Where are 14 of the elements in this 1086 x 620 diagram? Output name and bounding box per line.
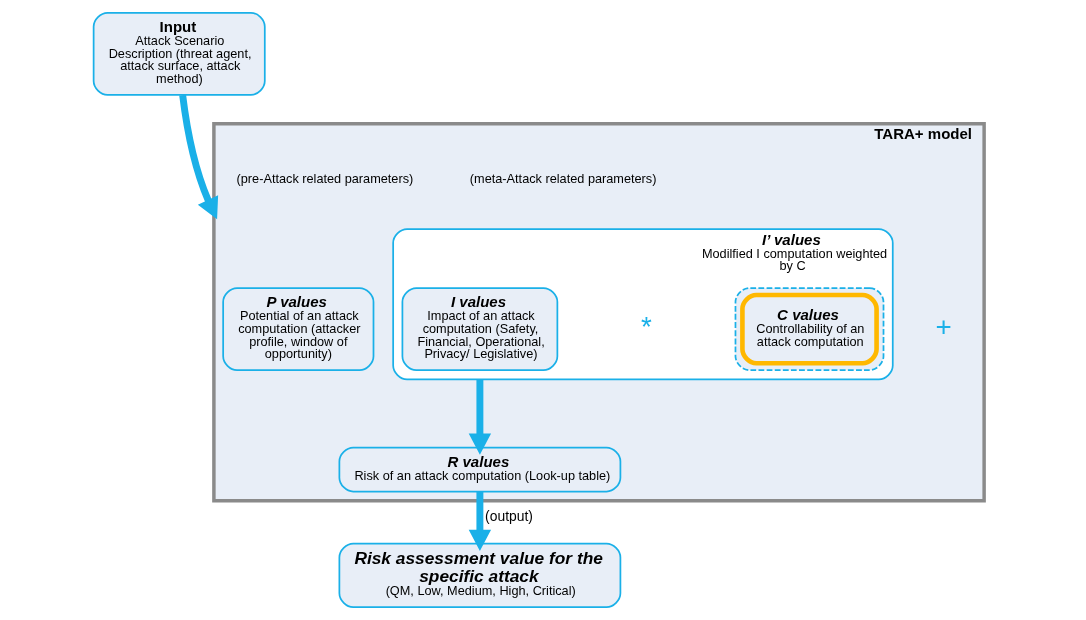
node-box: Risk assessment value for the specific attack (QM, Low, Medium, High, Critical) xyxy=(338,542,621,609)
label: * xyxy=(640,311,652,343)
arrow xyxy=(178,94,218,220)
label: + xyxy=(935,311,952,343)
node-box: C values Controllability of an attack computation xyxy=(734,287,884,371)
arrow xyxy=(468,379,491,455)
edge-label: (output) xyxy=(484,508,533,525)
node-box: I values Impact of an attack computation (Safety, Financial, Operational, Privacy/ Legislative) xyxy=(401,287,558,371)
arrow xyxy=(468,491,491,551)
label: (pre-Attack related parameters) xyxy=(236,170,413,186)
node-box: P values Potential of an attack computation (attacker profile, window of opportunity) xyxy=(221,287,374,371)
label: (meta-Attack related parameters) xyxy=(469,170,656,186)
node-box: Input Attack Scenario Description (threat agent, attack surface, attack method) xyxy=(92,11,266,96)
node-box: R values Risk of an attack computation (Look-up table) xyxy=(338,446,621,493)
